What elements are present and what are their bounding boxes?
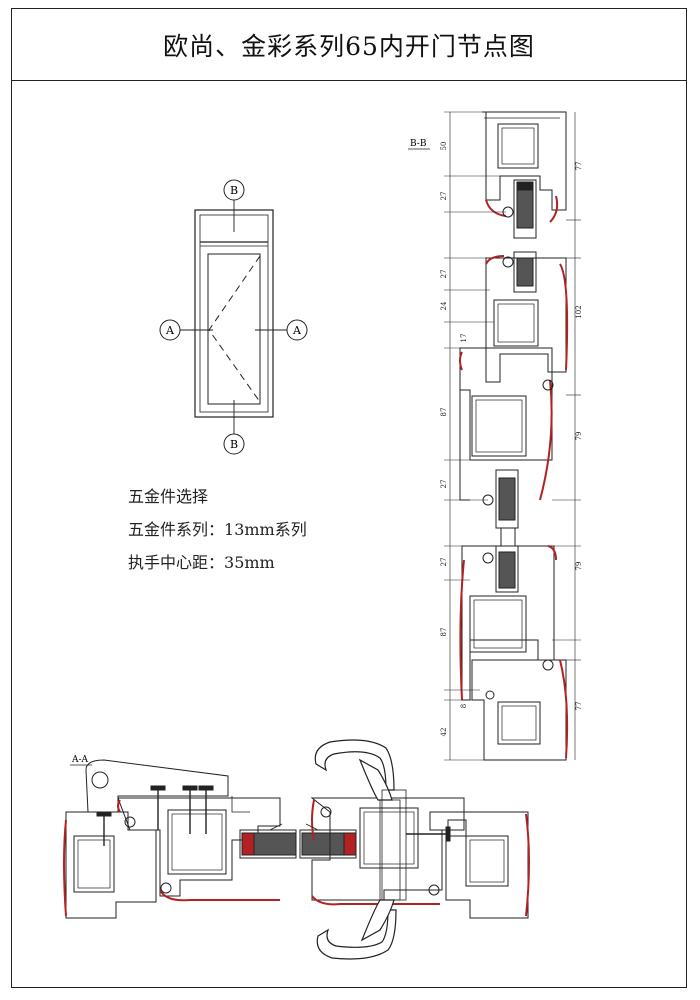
section-aa-details [231,796,319,831]
svg-text:A: A [165,324,175,337]
section-bb-dim-labels-right: 77 102 79 79 77 [575,162,583,711]
section-mark-a-right: A [286,319,308,341]
svg-text:77: 77 [575,162,583,171]
hardware-heading: 五金件选择 [128,487,209,506]
title-bar: 欧尚、金彩系列65内开门节点图 [12,9,686,81]
svg-text:8: 8 [460,704,468,708]
svg-text:87: 87 [440,408,448,417]
hardware-series-label: 五金件系列： [128,520,225,539]
svg-text:79: 79 [575,432,583,441]
drawing-sheet: 欧尚、金彩系列65内开门节点图 [11,8,687,988]
svg-text:A: A [292,324,302,337]
svg-text:42: 42 [440,728,448,737]
section-mark-a-left: A [159,319,181,341]
hardware-selection: 五金件选择 五金件系列：13mm系列 执手中心距：35mm [128,480,307,579]
svg-text:79: 79 [575,562,583,571]
door-handles [314,739,407,960]
section-bb-dim-labels-left: 50 27 27 24 17 87 27 27 87 8 42 [440,142,468,737]
door-elevation [180,200,288,436]
section-aa-label: A-A [71,755,89,765]
handle-distance-row: 执手中心距：35mm [128,546,307,579]
section-mark-b-top: B [223,179,245,201]
page-title: 欧尚、金彩系列65内开门节点图 [163,31,535,61]
svg-text:27: 27 [440,270,448,279]
handle-distance-value: 35mm [224,553,275,572]
hardware-series-row: 五金件系列：13mm系列 [128,513,307,546]
section-aa-profiles [63,759,530,919]
hardware-series-value: 13mm系列 [224,520,307,539]
svg-text:87: 87 [440,628,448,637]
section-bb-label: B-B [410,139,427,149]
svg-text:24: 24 [440,301,448,310]
svg-text:27: 27 [440,192,448,201]
handle-distance-label: 执手中心距： [128,553,225,572]
section-mark-b-bottom: B [223,433,245,455]
svg-text:27: 27 [440,558,448,567]
svg-text:B: B [230,184,238,197]
svg-text:B: B [230,438,238,451]
section-bb-dimension-lines [444,111,581,761]
svg-text:17: 17 [460,334,468,343]
svg-text:77: 77 [575,702,583,711]
section-bb-profiles [459,111,569,761]
svg-text:102: 102 [575,305,583,318]
svg-text:50: 50 [440,142,448,151]
svg-text:27: 27 [440,480,448,489]
